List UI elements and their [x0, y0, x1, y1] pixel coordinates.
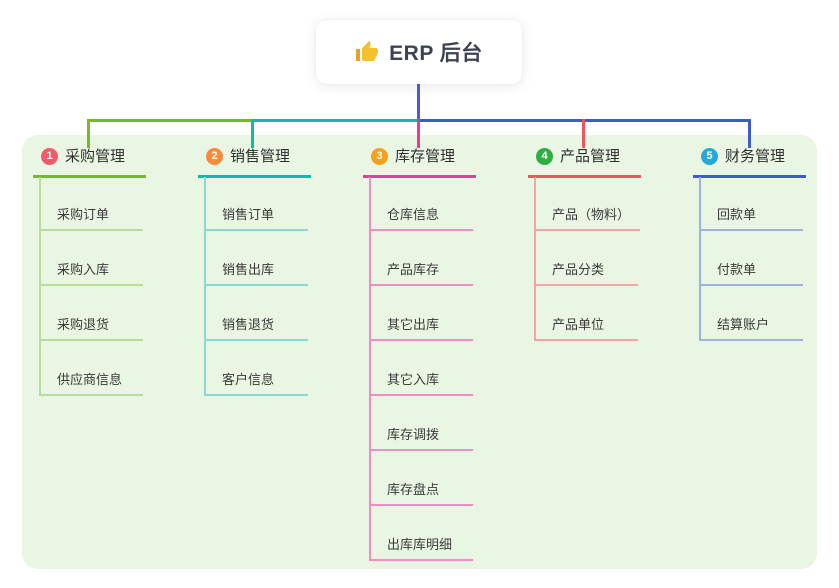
branch-title-product: 产品管理 [560, 148, 621, 165]
branch-title-purchase: 采购管理 [65, 148, 126, 165]
branch-sales: 2 销售管理 销售订单 销售出库 销售退货 客户信息 [198, 146, 358, 396]
branch-title-inventory: 库存管理 [395, 148, 456, 165]
branch-connector-finance [699, 177, 701, 339]
bus-line-sales [251, 119, 420, 122]
branch-badge-3: 3 [371, 148, 388, 165]
node-product-material[interactable]: 产品（物料） [534, 205, 641, 231]
node-purchase-return[interactable]: 采购退货 [39, 315, 143, 341]
node-sales-order[interactable]: 销售订单 [204, 205, 308, 231]
branch-badge-2: 2 [206, 148, 223, 165]
node-sales-outbound[interactable]: 销售出库 [204, 260, 308, 286]
branch-connector-product [534, 177, 536, 340]
branch-title-sales: 销售管理 [230, 148, 291, 165]
drop-line-inventory [417, 119, 420, 148]
node-other-inbound[interactable]: 其它入库 [369, 370, 473, 396]
branch-node-purchase[interactable]: 1 采购管理 [33, 146, 146, 178]
drop-line-purchase [87, 119, 90, 148]
node-product-unit[interactable]: 产品单位 [534, 315, 638, 341]
node-sales-return[interactable]: 销售退货 [204, 315, 308, 341]
node-stock-transfer[interactable]: 库存调拨 [369, 425, 473, 451]
node-product-stock[interactable]: 产品库存 [369, 260, 473, 286]
thumbs-up-icon [356, 41, 379, 61]
node-settlement-account[interactable]: 结算账户 [699, 315, 803, 341]
root-node-title: ERP 后台 [389, 42, 483, 65]
branch-connector-inventory [369, 177, 371, 560]
branch-finance: 5 财务管理 回款单 付款单 结算账户 [693, 146, 839, 341]
drop-line-finance [748, 119, 751, 148]
node-purchase-order[interactable]: 采购订单 [39, 205, 143, 231]
branch-purchase: 1 采购管理 采购订单 采购入库 采购退货 供应商信息 [33, 146, 193, 396]
branch-product: 4 产品管理 产品（物料） 产品分类 产品单位 [528, 146, 688, 341]
node-product-category[interactable]: 产品分类 [534, 260, 638, 286]
branch-node-sales[interactable]: 2 销售管理 [198, 146, 311, 178]
drop-line-product [582, 119, 585, 148]
branch-badge-5: 5 [701, 148, 718, 165]
branch-badge-4: 4 [536, 148, 553, 165]
node-outbound-detail[interactable]: 出库库明细 [369, 535, 473, 561]
branch-node-inventory[interactable]: 3 库存管理 [363, 146, 476, 178]
node-purchase-inbound[interactable]: 采购入库 [39, 260, 143, 286]
node-warehouse-info[interactable]: 仓库信息 [369, 205, 473, 231]
root-stem-line [417, 83, 420, 120]
bus-line-purchase [87, 119, 253, 122]
node-customer-info[interactable]: 客户信息 [204, 370, 308, 396]
branch-node-finance[interactable]: 5 财务管理 [693, 146, 806, 178]
branch-badge-1: 1 [41, 148, 58, 165]
node-other-outbound[interactable]: 其它出库 [369, 315, 473, 341]
branch-title-finance: 财务管理 [725, 148, 786, 165]
branch-inventory: 3 库存管理 仓库信息 产品库存 其它出库 其它入库 库存调拨 库存盘点 出库库… [363, 146, 523, 561]
node-supplier-info[interactable]: 供应商信息 [39, 370, 143, 396]
node-stock-count[interactable]: 库存盘点 [369, 480, 473, 506]
node-receipt-bill[interactable]: 回款单 [699, 205, 803, 231]
node-payment-bill[interactable]: 付款单 [699, 260, 803, 286]
drop-line-sales [251, 119, 254, 148]
mindmap-background-panel [22, 135, 817, 569]
branch-node-product[interactable]: 4 产品管理 [528, 146, 641, 178]
root-node-erp[interactable]: ERP 后台 [316, 20, 522, 84]
